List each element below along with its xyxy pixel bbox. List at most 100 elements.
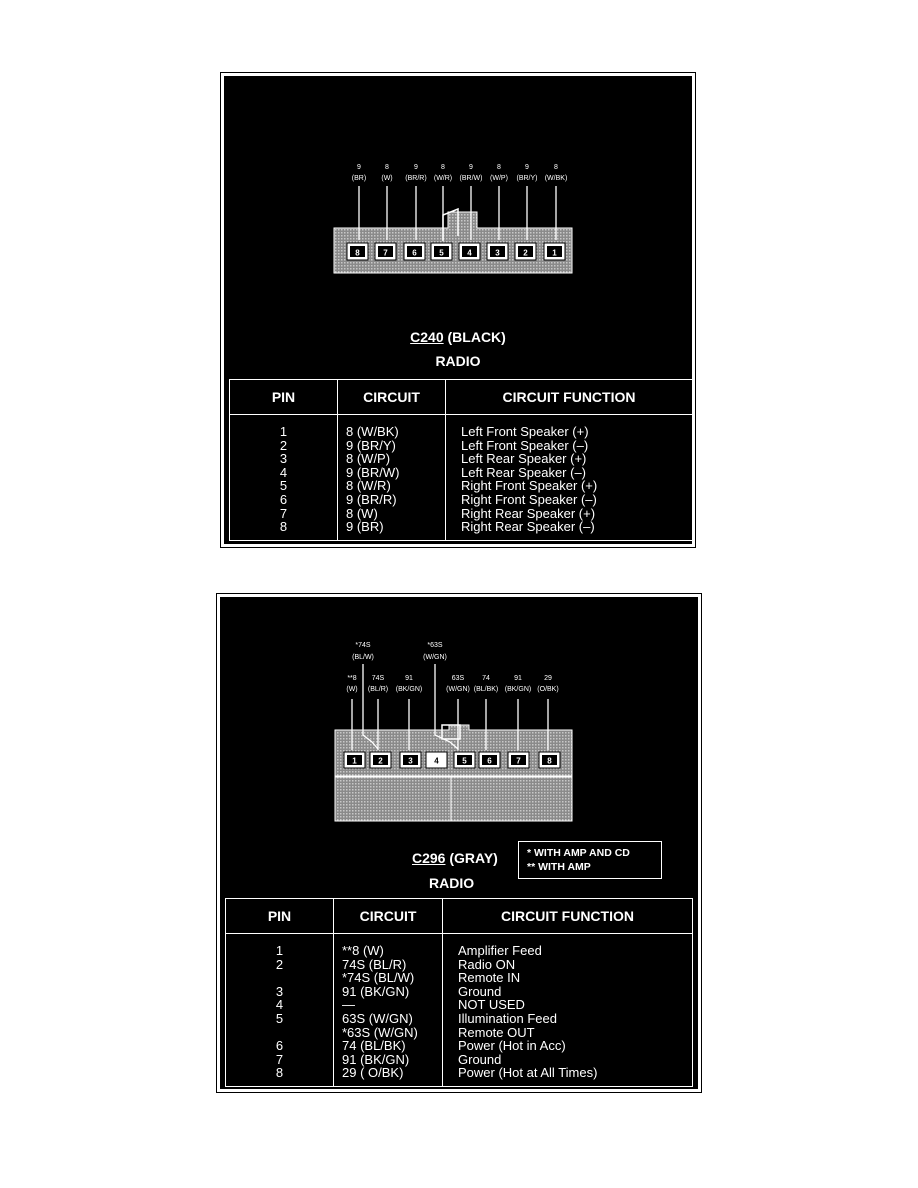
wire-color: (BK/GN) — [505, 686, 531, 693]
header-pin: PIN — [225, 898, 334, 934]
wire-color: (BK/GN) — [396, 686, 422, 693]
header-function: CIRCUIT FUNCTION — [442, 898, 693, 934]
circuit-value: 74S (BL/R) — [342, 956, 407, 972]
wire-color: (W/BK) — [545, 175, 568, 182]
circuit-value: 74 (BL/BK) — [342, 1038, 406, 1054]
connector-c296-title: C296 (GRAY) — [412, 850, 498, 866]
wire-number: 91 — [405, 675, 413, 682]
circuit-function: Power (Hot at All Times) — [458, 1065, 598, 1081]
pin-number: 3 — [275, 983, 284, 999]
circuit-value: 8 (W) — [346, 505, 378, 521]
pin-box-label: 8 — [547, 757, 552, 766]
wire-color: (BL/BK) — [474, 686, 499, 693]
pin-number: 5 — [275, 1010, 284, 1026]
pin-cavity — [378, 246, 393, 257]
connector-c240-panel: 9(BR)8(W)9(BR/R)8(W/R)9(BR/W)8(W/P)9(BR/… — [220, 72, 696, 548]
circuit-value: 9 (BR) — [346, 519, 384, 535]
wire-number: 9 — [357, 164, 361, 171]
pin-cavity — [482, 755, 497, 765]
circuit-function: Right Front Speaker (–) — [461, 491, 597, 507]
connector-color: (BLACK) — [447, 329, 506, 345]
pin-cavity — [542, 755, 557, 765]
circuit-value: 8 (W/R) — [346, 478, 391, 494]
pin-cavity — [350, 246, 365, 257]
pin-box-label: 1 — [552, 249, 557, 258]
wire-color: (BR) — [352, 175, 366, 182]
pin-number: 6 — [275, 1038, 284, 1054]
circuit-value: 9 (BR/W) — [346, 464, 400, 480]
pin-box-label: 5 — [462, 757, 467, 766]
circuit-value: **8 (W) — [342, 943, 384, 958]
wire-color: (BR/Y) — [517, 175, 538, 182]
connector-c240-title: C240 (BLACK) — [224, 329, 692, 345]
wire-color: (BL/R) — [368, 686, 388, 693]
wire-color: (W/GN) — [446, 686, 470, 693]
pin-number: 1 — [275, 943, 284, 958]
connector-c296-diagram: *74S(BL/W)*63S(W/GN)**8(W)74S(BL/R)91(BK… — [334, 642, 573, 822]
pin-cavity — [457, 755, 472, 765]
pin-box-label: 3 — [408, 757, 413, 766]
pin-box-label: 6 — [412, 249, 417, 258]
pin-number — [227, 1026, 332, 1040]
legend-item: ** WITH AMP — [527, 861, 591, 873]
circuit-value: 8 (W/BK) — [346, 424, 399, 439]
circuit-function: Ground — [458, 983, 502, 999]
wire-number: 29 — [544, 675, 552, 682]
keyway-outline — [441, 724, 461, 740]
pin-cavity — [347, 755, 362, 765]
pin-box-label: 4 — [434, 757, 439, 766]
pin-number: 6 — [279, 491, 288, 507]
pin-number: 3 — [279, 451, 288, 467]
wire-color: (BR/W) — [460, 175, 483, 182]
pin-box-label: 7 — [383, 249, 388, 258]
pin-number: 5 — [279, 478, 288, 494]
pin-box-label: 7 — [516, 757, 521, 766]
wire-number: 9 — [414, 164, 418, 171]
circuit-value: 29 ( O/BK) — [342, 1065, 404, 1081]
pin-cavity — [434, 246, 449, 257]
circuit-function: Radio ON — [458, 956, 516, 972]
pin-cavity — [373, 755, 388, 765]
pin-box-label: 2 — [523, 249, 528, 258]
connector-code: C296 — [412, 850, 446, 866]
circuit-value: *74S (BL/W) — [342, 970, 415, 986]
pin-box-label: 2 — [378, 757, 383, 766]
pin-cavity — [403, 755, 418, 765]
wire-number: 9 — [469, 164, 473, 171]
circuit-value: 63S (W/GN) — [342, 1010, 413, 1026]
wire-number: 8 — [441, 164, 445, 171]
circuit-function: Right Rear Speaker (–) — [461, 519, 595, 535]
wire-color: (W/R) — [434, 175, 452, 182]
circuit-value: 9 (BR/Y) — [346, 437, 396, 453]
legend-box: * WITH AMP AND CD ** WITH AMP — [518, 841, 662, 879]
pin-cavity — [462, 246, 477, 257]
wire-number: 63S — [452, 675, 465, 682]
wire-color: (BR/R) — [405, 175, 426, 182]
circuit-value: 8 (W/P) — [346, 451, 391, 467]
circuit-value: *63S (W/GN) — [342, 1024, 418, 1040]
wire-number: *63S — [427, 642, 443, 649]
pin-number: 7 — [275, 1051, 284, 1067]
header-function: CIRCUIT FUNCTION — [445, 379, 693, 415]
circuit-value: 91 (BK/GN) — [342, 1051, 410, 1067]
function-column: Left Front Speaker (+)Left Front Speaker… — [445, 414, 693, 541]
wire-color: (O/BK) — [537, 686, 558, 693]
pin-box-label: 3 — [495, 249, 500, 258]
pin-box-label: 5 — [439, 249, 444, 258]
circuit-function: Power (Hot in Acc) — [458, 1038, 566, 1054]
connector-shroud — [334, 776, 573, 822]
pin-cavity — [547, 246, 562, 257]
wire-line — [362, 664, 379, 750]
wire-color: (W) — [346, 686, 357, 693]
legend-item: * WITH AMP AND CD — [527, 847, 630, 859]
pin-number: 8 — [275, 1065, 284, 1081]
wire-color: (BL/W) — [352, 654, 374, 661]
pin-number: 2 — [275, 956, 284, 972]
circuit-function: Amplifier Feed — [458, 943, 542, 958]
wire-number: 74 — [482, 675, 490, 682]
